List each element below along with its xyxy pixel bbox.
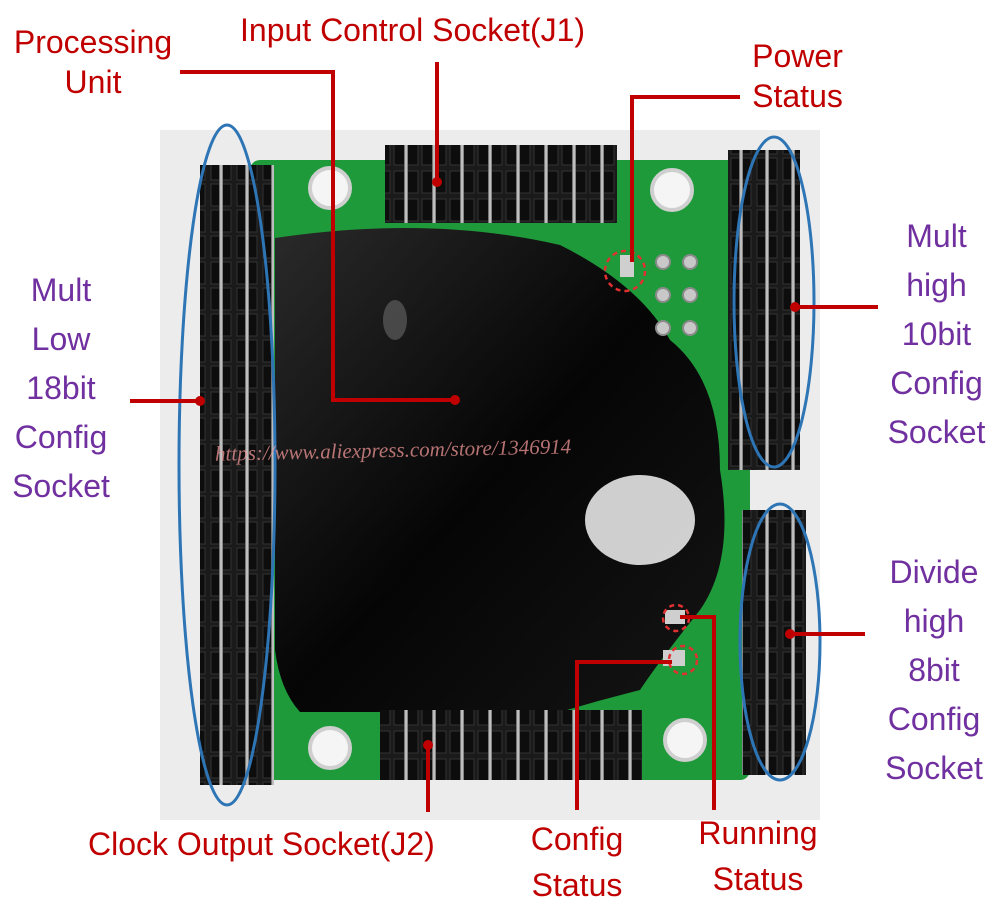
config-status-leader (575, 660, 672, 810)
header-input-control (385, 145, 617, 223)
processing-unit-label: Processing Unit (13, 24, 173, 100)
mult-high-ellipse (732, 135, 816, 469)
power-status-label: Power Status (752, 38, 843, 114)
epoxy-highlight (383, 300, 407, 340)
processing-unit-leader (180, 70, 455, 402)
epoxy-highlight (585, 475, 695, 565)
mount-hole-bl (308, 726, 352, 770)
mult-low-ellipse (177, 123, 277, 807)
mount-hole-tl (308, 166, 352, 210)
divide-high-ellipse (738, 502, 822, 782)
header-mult-high (728, 150, 800, 470)
mult-high-label: Mult high 10bit Config Socket (887, 218, 986, 450)
input-control-socket-label: Input Control Socket(J1) (240, 12, 586, 48)
header-divide-high (742, 510, 806, 775)
epoxy-processing-unit (275, 228, 725, 713)
power-status-leader (630, 95, 740, 262)
divide-high-label: Divide high 8bit Config Socket (885, 554, 983, 786)
header-clock-output (380, 710, 642, 780)
config-status-marker (667, 644, 699, 676)
running-status-leader (680, 615, 716, 810)
pad-array (655, 254, 698, 336)
header-mult-low (200, 165, 274, 785)
mult-low-label: Mult Low 18bit Config Socket (12, 272, 110, 504)
config-status-label: Config Status (530, 821, 624, 903)
mount-hole-tr (650, 168, 694, 212)
status-leds (620, 255, 685, 666)
clock-output-socket-label: Clock Output Socket(J2) (88, 826, 435, 862)
mount-hole-br (663, 718, 707, 762)
power-status-marker (603, 249, 647, 293)
running-status-label: Running Status (698, 815, 818, 897)
